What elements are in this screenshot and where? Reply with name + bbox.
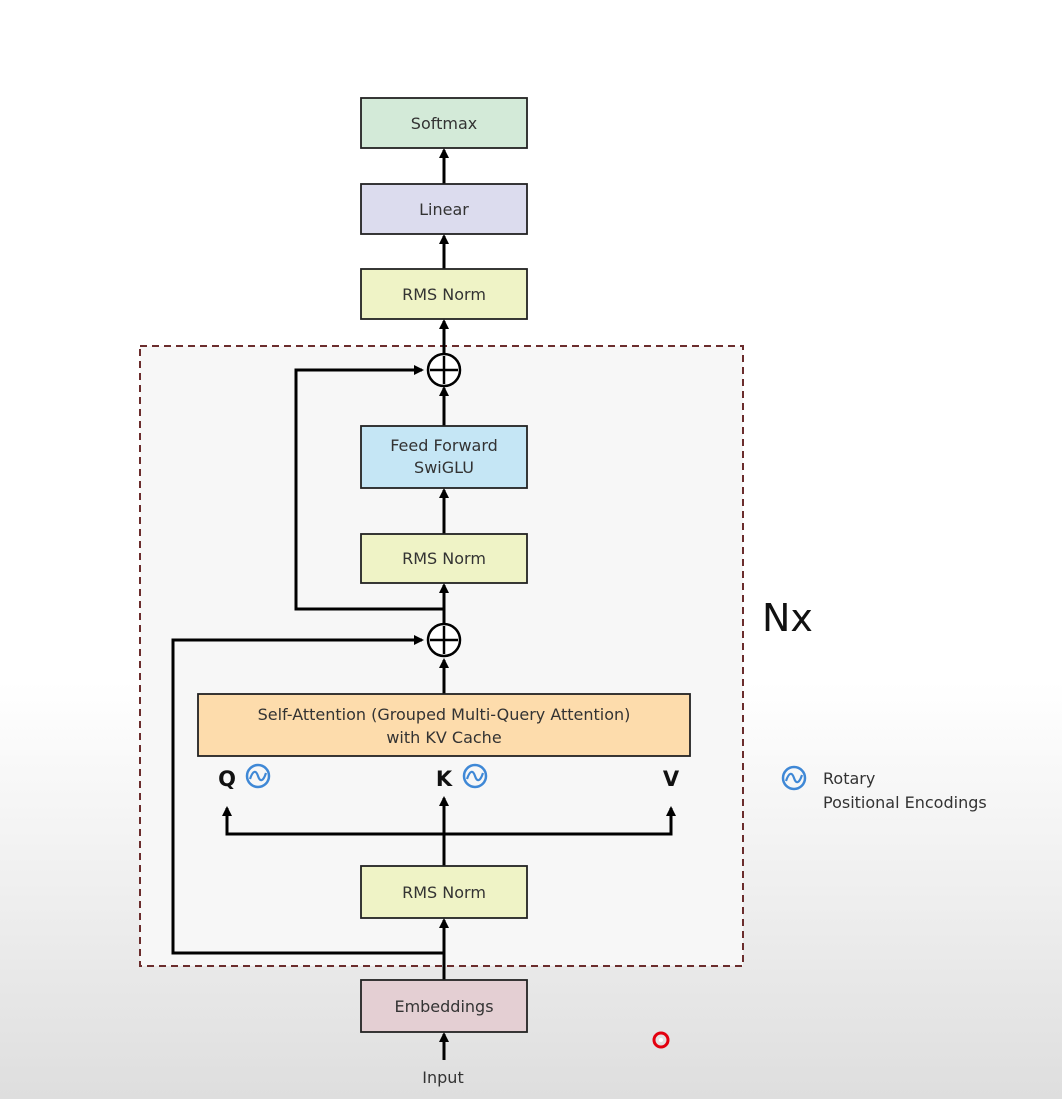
add-icon <box>426 622 462 658</box>
v-label: V <box>663 767 680 791</box>
final-rms-norm-block: RMS Norm <box>360 268 528 320</box>
arrow-to-q <box>222 806 444 836</box>
input-label: Input <box>422 1068 463 1087</box>
q-label: Q <box>218 767 236 791</box>
attention-rms-norm-label: RMS Norm <box>402 883 486 902</box>
self-attention-block: Self-Attention (Grouped Multi-Query Atte… <box>197 693 691 757</box>
final-rms-norm-label: RMS Norm <box>402 285 486 304</box>
ffn-rms-norm-block: RMS Norm <box>360 533 528 584</box>
rotary-icon <box>245 763 271 789</box>
attention-rms-norm-block: RMS Norm <box>360 865 528 919</box>
residual-connection-feed-forward <box>294 365 444 611</box>
linear-label: Linear <box>419 200 469 219</box>
embeddings-block: Embeddings <box>360 979 528 1033</box>
legend-label-line1: Rotary <box>823 769 875 788</box>
rotary-icon <box>462 763 488 789</box>
arrow-to-v <box>444 806 676 836</box>
linear-block: Linear <box>360 183 528 235</box>
residual-connection-attention <box>171 635 444 955</box>
self-attention-label: Self-Attention (Grouped Multi-Query Atte… <box>258 705 631 724</box>
feed-forward-label: Feed Forward <box>390 436 498 455</box>
repeat-count-label: Nx <box>762 596 813 640</box>
legend-label-line2: Positional Encodings <box>823 793 987 812</box>
softmax-label: Softmax <box>411 114 477 133</box>
add-icon <box>426 352 462 388</box>
feed-forward-sublabel: SwiGLU <box>414 458 474 477</box>
softmax-block: Softmax <box>360 97 528 149</box>
embeddings-label: Embeddings <box>394 997 493 1016</box>
feed-forward-block: Feed Forward SwiGLU <box>360 425 528 489</box>
ffn-rms-norm-label: RMS Norm <box>402 549 486 568</box>
rotary-icon <box>781 765 807 791</box>
self-attention-sublabel: with KV Cache <box>386 728 501 747</box>
k-label: K <box>436 767 453 791</box>
cursor-marker-icon <box>652 1031 670 1049</box>
